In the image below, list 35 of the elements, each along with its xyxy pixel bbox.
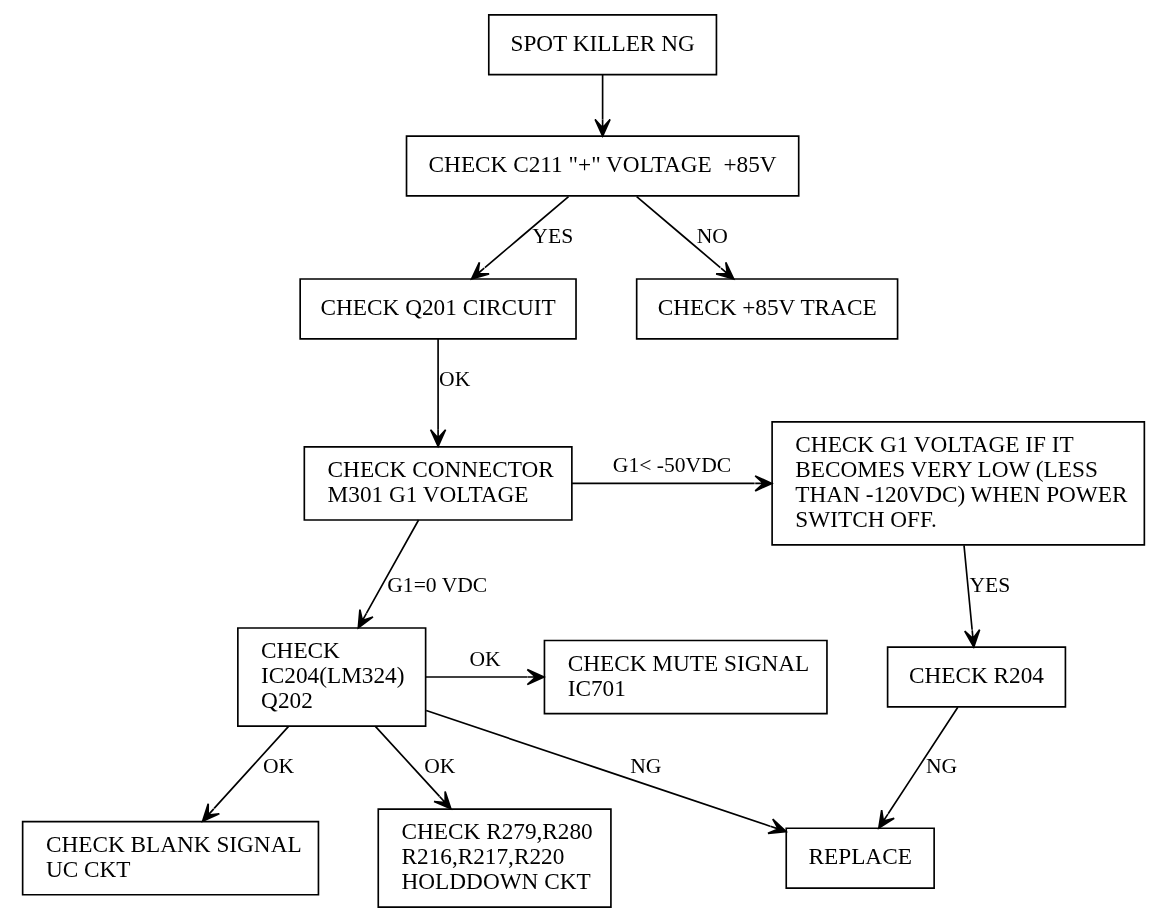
arrow [201, 725, 289, 822]
arrow [424, 668, 545, 686]
edge-label: G1< -50VDC [612, 453, 731, 478]
node-box: CHECK +85V TRACE [635, 278, 898, 340]
arrow [570, 475, 773, 492]
arrow [877, 706, 959, 829]
edge-label: YES [968, 573, 1010, 598]
node-box: CHECK C211 "+" VOLTAGE +85V [405, 135, 800, 197]
arrow [429, 338, 446, 448]
arrow [962, 544, 980, 648]
edge-label: YES [531, 224, 573, 249]
node-box: CHECK MUTE SIGNAL IC701 [543, 639, 828, 715]
edge-label: NG [925, 754, 957, 779]
node-box: CHECK IC204(LM324) Q202 [236, 627, 426, 727]
arrow [357, 519, 419, 629]
node-box: CHECK Q201 CIRCUIT [298, 278, 577, 340]
edge-label: NO [696, 224, 728, 249]
node-box: REPLACE [784, 827, 935, 889]
edge-label: OK [262, 754, 294, 779]
arrow [593, 74, 611, 137]
arrow [635, 195, 734, 280]
node-box: CHECK G1 VOLTAGE IF IT BECOMES VERY LOW (LESS THAN -120VDC) WHEN POWER SWITCH OFF. [770, 421, 1145, 546]
edge-label: NG [629, 754, 661, 779]
arrow [374, 725, 452, 810]
edge-label: OK [468, 647, 501, 672]
edge-label: OK [438, 367, 470, 392]
node-box: CHECK CONNECTOR M301 G1 VOLTAGE [303, 446, 573, 521]
arrow [470, 195, 569, 280]
node-box: SPOT KILLER NG [487, 14, 717, 76]
node-box: CHECK R204 [886, 646, 1066, 708]
node-box: CHECK BLANK SIGNAL UC CKT [21, 820, 319, 896]
edge-label: OK [423, 754, 455, 779]
arrow [424, 709, 787, 835]
edge-label: G1=0 VDC [386, 573, 487, 598]
node-box: CHECK R279,R280 R216,R217,R220 HOLDDOWN CKT [376, 808, 612, 909]
